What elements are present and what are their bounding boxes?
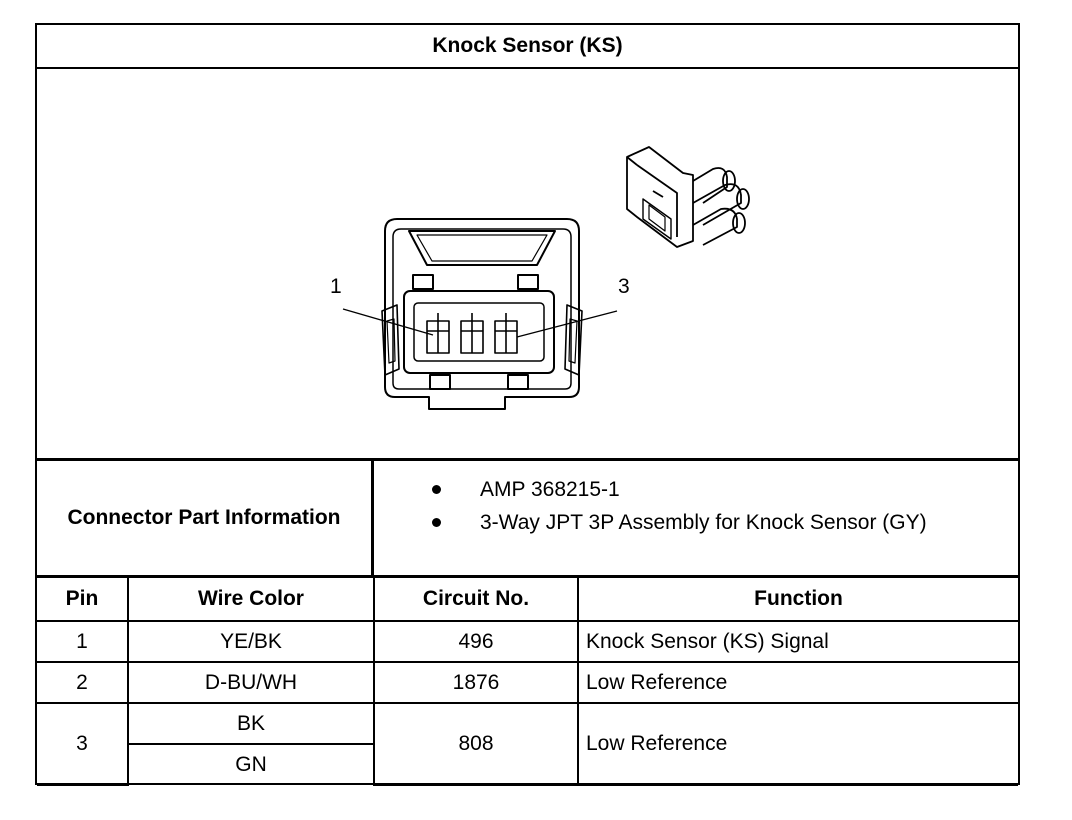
pin-table: Pin Wire Color Circuit No. Function 1 YE… [37, 578, 1018, 786]
connector-part-info-label: Connector Part Information [37, 461, 374, 575]
pin-cell: 3 [37, 702, 129, 786]
part-info-text: 3-Way JPT 3P Assembly for Knock Sensor (… [480, 511, 927, 534]
connector-figure: 1 3 [37, 69, 1018, 461]
sheet-title: Knock Sensor (KS) [37, 25, 1018, 69]
table-row: GN [37, 743, 1018, 785]
bullet-icon [432, 518, 441, 527]
table-row: 3 BK 808 Low Reference [37, 702, 1018, 786]
part-info-item: AMP 368215-1 [374, 473, 927, 506]
connector-sheet: Knock Sensor (KS) [35, 23, 1020, 786]
connector-part-information: Connector Part Information AMP 368215-1 … [37, 461, 1018, 578]
wire-color-cell: D-BU/WH [127, 661, 375, 704]
function-cell: Low Reference [577, 661, 1018, 704]
bullet-icon [432, 485, 441, 494]
function-cell: Low Reference [577, 702, 1018, 786]
table-row: 2 D-BU/WH 1876 Low Reference [37, 661, 1018, 704]
pin-cell: 2 [37, 661, 129, 704]
pin-cell: 1 [37, 620, 129, 663]
wire-color-cell: BK [127, 702, 375, 745]
header-pin: Pin [37, 578, 129, 622]
part-info-text: AMP 368215-1 [480, 478, 620, 501]
circuit-cell: 496 [373, 620, 579, 663]
connector-front-view [342, 218, 618, 410]
header-function: Function [577, 578, 1018, 622]
part-info-item: 3-Way JPT 3P Assembly for Knock Sensor (… [374, 506, 927, 539]
circuit-cell: 1876 [373, 661, 579, 704]
pin-3-callout: 3 [618, 275, 630, 298]
function-cell: Knock Sensor (KS) Signal [577, 620, 1018, 663]
wire-color-cell: YE/BK [127, 620, 375, 663]
connector-part-info-list: AMP 368215-1 3-Way JPT 3P Assembly for K… [374, 473, 927, 539]
circuit-cell: 808 [373, 702, 579, 786]
connector-isometric-view [626, 146, 750, 248]
header-wire-color: Wire Color [127, 578, 375, 622]
wire-color-cell: GN [128, 743, 374, 785]
table-row: 1 YE/BK 496 Knock Sensor (KS) Signal [37, 620, 1018, 663]
pin-1-callout: 1 [330, 275, 342, 298]
connector-drawing: 1 3 [330, 146, 750, 410]
pin-table-header: Pin Wire Color Circuit No. Function [37, 578, 1018, 622]
header-circuit-no: Circuit No. [373, 578, 579, 622]
